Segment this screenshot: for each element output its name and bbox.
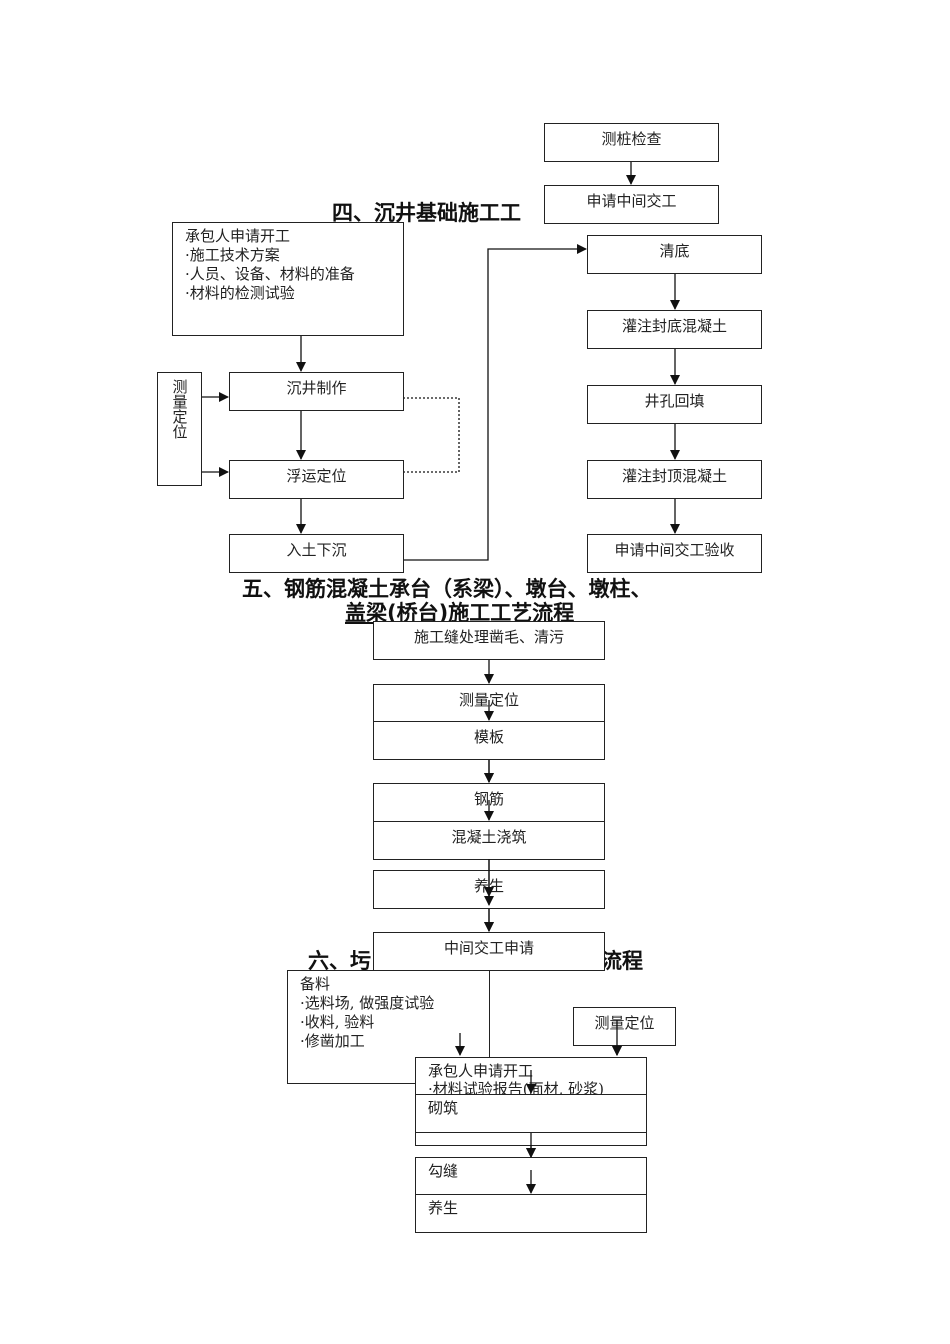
start-application-box: 承包人申请开工 ·施工技术方案 ·人员、设备、材料的准备 ·材料的检测试验 <box>172 222 404 336</box>
step-joint-treatment: 施工缝处理凿毛、清污 <box>373 621 605 660</box>
step-bottom-seal-concrete: 灌注封底混凝土 <box>587 310 762 349</box>
step-pointing: 勾缝 <box>415 1157 647 1196</box>
section6-title-right: 流程 <box>601 949 643 973</box>
step-label: 施工缝处理凿毛、清污 <box>413 628 564 646</box>
section5-title-line1: 五、钢筋混凝土承台（系梁）、墩台、墩柱、 <box>242 577 652 601</box>
step-label: 申请中间交工 <box>586 192 677 210</box>
empty-row <box>415 1132 647 1146</box>
start-item: ·人员、设备、材料的准备 <box>185 265 355 283</box>
start-item: ·材料试验报告(面材, 砂浆) <box>428 1080 605 1096</box>
material-item: ·收料, 验料 <box>300 1013 375 1031</box>
step-pile-check: 测桩检查 <box>544 123 719 162</box>
step-curing-6: 养生 <box>415 1194 647 1233</box>
step-formwork: 模板 <box>373 721 605 760</box>
step-label: 勾缝 <box>428 1162 459 1180</box>
material-heading: 备料 <box>300 975 331 993</box>
survey-positioning-box-6: 测量定位 <box>573 1007 676 1046</box>
start-heading: 承包人申请开工 <box>185 227 291 245</box>
step-label: 养生 <box>428 1199 459 1217</box>
step-float-positioning: 浮运定位 <box>229 460 404 499</box>
survey-positioning-box: 测量定位 <box>157 372 202 486</box>
step-masonry: 砌筑 <box>415 1094 647 1133</box>
step-sinking: 入土下沉 <box>229 534 404 573</box>
step-interim-handover-application: 中间交工申请 <box>373 932 605 971</box>
step-label: 井孔回填 <box>644 392 705 410</box>
step-backfill: 井孔回填 <box>587 385 762 424</box>
start-heading: 承包人申请开工 <box>428 1062 534 1080</box>
step-label: 测量定位 <box>594 1014 655 1032</box>
step-survey: 测量定位 <box>373 684 605 723</box>
step-label: 灌注封顶混凝土 <box>621 467 727 485</box>
step-label: 清底 <box>659 242 690 260</box>
section6-title-left: 六、圬 <box>308 949 371 973</box>
step-label: 沉井制作 <box>286 379 347 397</box>
step-label: 混凝土浇筑 <box>451 828 527 846</box>
section4-title: 四、沉井基础施工工 <box>332 201 521 225</box>
step-clean-bottom: 清底 <box>587 235 762 274</box>
step-label: 入土下沉 <box>286 541 347 559</box>
material-item: ·修凿加工 <box>300 1032 365 1050</box>
step-label: 灌注封底混凝土 <box>621 317 727 335</box>
survey-label: 测量定位 <box>170 379 189 439</box>
step-label: 测桩检查 <box>601 130 662 148</box>
step-label: 测量定位 <box>458 691 519 709</box>
start-application-box-6: 承包人申请开工 ·材料试验报告(面材, 砂浆) <box>415 1057 647 1096</box>
step-top-seal-concrete: 灌注封顶混凝土 <box>587 460 762 499</box>
start-item: ·材料的检测试验 <box>185 284 295 302</box>
dotted-loop <box>403 397 460 473</box>
step-caisson-making: 沉井制作 <box>229 372 404 411</box>
step-label: 砌筑 <box>428 1099 459 1117</box>
step-apply-acceptance: 申请中间交工验收 <box>587 534 762 573</box>
step-apply-interim-handover: 申请中间交工 <box>544 185 719 224</box>
start-item: ·施工技术方案 <box>185 246 280 264</box>
step-rebar: 钢筋 <box>373 783 605 822</box>
step-label: 养生 <box>473 877 504 895</box>
arrow-sink-to-clean <box>403 244 587 561</box>
step-label: 申请中间交工验收 <box>614 541 735 559</box>
step-label: 浮运定位 <box>286 467 347 485</box>
step-label: 钢筋 <box>473 790 504 808</box>
step-label: 模板 <box>473 728 504 746</box>
material-item: ·选料场, 做强度试验 <box>300 994 435 1012</box>
step-curing: 养生 <box>373 870 605 909</box>
step-label: 中间交工申请 <box>443 939 534 957</box>
step-concrete-pouring: 混凝土浇筑 <box>373 821 605 860</box>
